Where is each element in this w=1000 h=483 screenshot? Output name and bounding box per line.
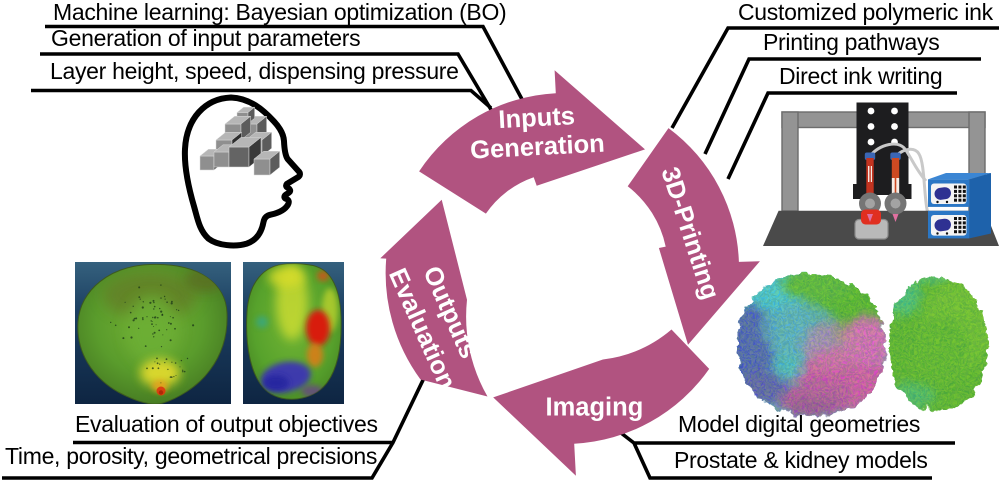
svg-text:Imaging: Imaging — [546, 394, 644, 422]
svg-text:Inputs: Inputs — [498, 102, 576, 134]
